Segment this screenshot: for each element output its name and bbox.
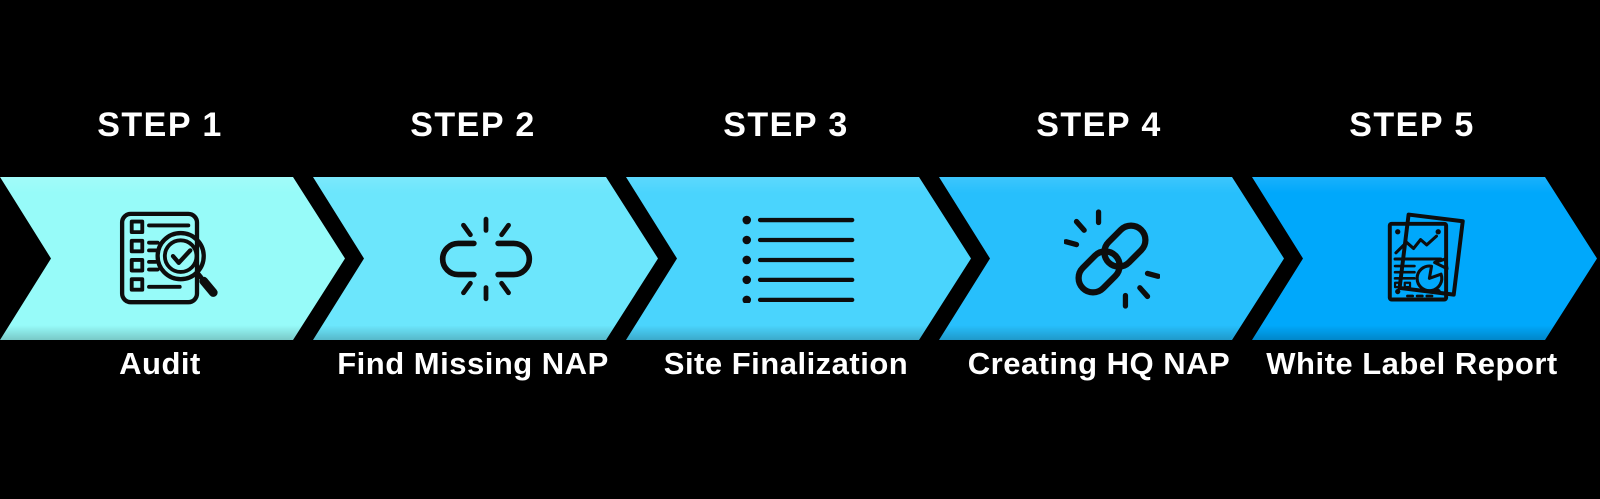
step-3: STEP 3 Site Finalization [626,0,971,499]
report-document-icon [1387,212,1465,301]
broken-link-icon [439,216,532,301]
step-2-header: STEP 2 [410,106,536,144]
step-1-header: STEP 1 [97,106,223,144]
step-3-label: Site Finalization [663,346,909,381]
step-5-header: STEP 5 [1349,106,1475,144]
step-3-header: STEP 3 [723,106,849,144]
step-2-label: Find Missing NAP [337,346,609,381]
chain-link-icon [1063,208,1160,309]
step-5: STEP 5 White Label Report [1252,0,1597,499]
step-2-arrow [313,177,658,340]
audit-checklist-icon [119,211,218,304]
step-5-label: White Label Report [1266,346,1558,381]
step-1-label: Audit [119,346,201,381]
step-4-header: STEP 4 [1036,106,1162,144]
step-4: STEP 4 Creating HQ NAP [939,0,1284,499]
step-1-arrow [0,177,345,340]
step-3-arrow [626,177,971,340]
step-2: STEP 2 Find Missing NAP [313,0,658,499]
step-5-arrow [1252,177,1597,340]
bullet-list-icon [741,215,854,303]
step-4-arrow [939,177,1284,340]
step-4-label: Creating HQ NAP [967,346,1231,381]
step-1: STEP 1 Audit [0,0,345,499]
